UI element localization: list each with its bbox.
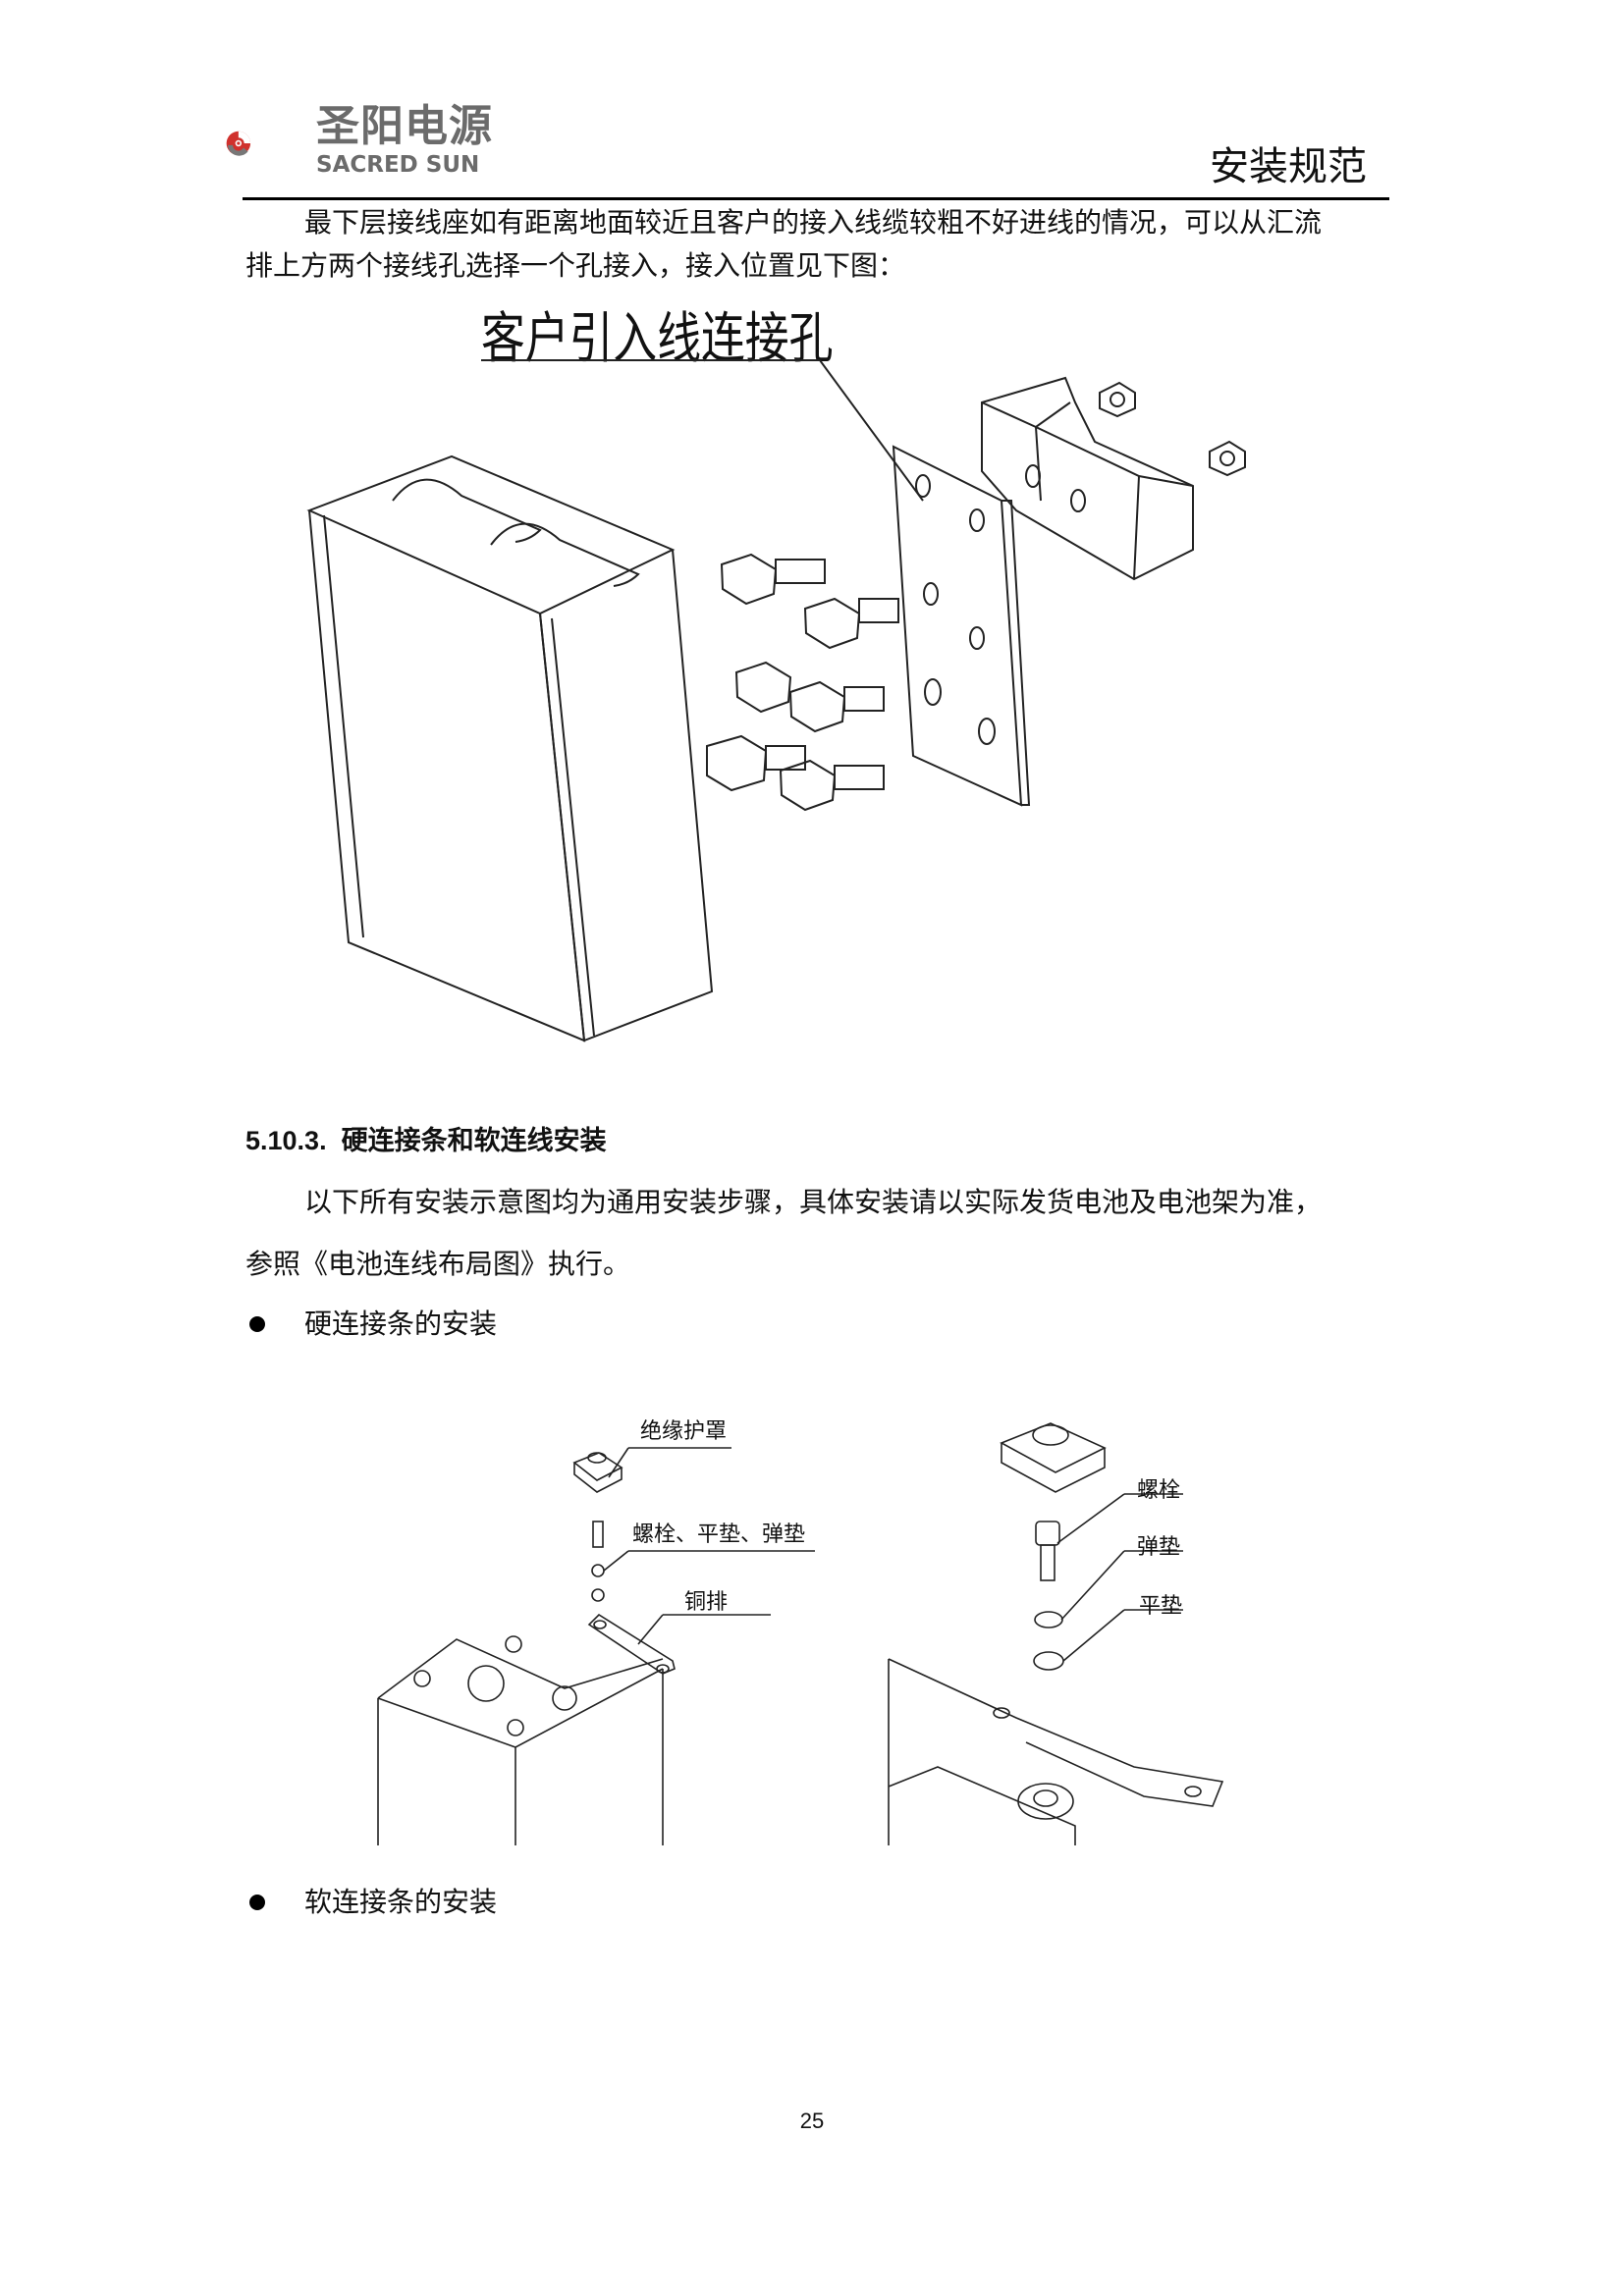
header-divider bbox=[243, 197, 1389, 200]
logo-chinese-name: 圣阳电源 bbox=[316, 101, 493, 151]
intro-line-2: 排上方两个接线孔选择一个孔接入，接入位置见下图： bbox=[245, 249, 906, 282]
figure2-right-hard-connector-detail bbox=[888, 1422, 1224, 1845]
bullet-dot bbox=[249, 1895, 265, 1910]
logo-english-name: SACRED SUN bbox=[316, 152, 480, 178]
page-number: 25 bbox=[799, 2109, 825, 2133]
label-flat-washer: 平垫 bbox=[1139, 1594, 1183, 1619]
section-heading: 5.10.3. 硬连接条和软连线安装 bbox=[245, 1119, 607, 1157]
label-insulating-cover: 绝缘护罩 bbox=[640, 1419, 728, 1444]
intro-line-1: 最下层接线座如有距离地面较近且客户的接入线缆较粗不好进线的情况，可以从汇流 bbox=[304, 206, 1323, 239]
bullet-soft-connector: 软连接条的安装 bbox=[304, 1886, 498, 1918]
section-para-line-2: 参照《电池连线布局图》执行。 bbox=[245, 1248, 631, 1280]
company-logo-mark bbox=[226, 131, 251, 156]
label-bolt-washers: 螺栓、平垫、弹垫 bbox=[632, 1522, 806, 1547]
bullet-hard-connector: 硬连接条的安装 bbox=[304, 1308, 498, 1340]
label-bolt: 螺栓 bbox=[1137, 1478, 1181, 1503]
figure2-left-hard-connector-drawing bbox=[377, 1447, 815, 1845]
bullet-dot bbox=[249, 1316, 265, 1332]
label-spring-washer: 弹垫 bbox=[1137, 1535, 1181, 1560]
label-copper-busbar: 铜排 bbox=[684, 1590, 729, 1615]
section-title: 硬连接条和软连线安装 bbox=[341, 1126, 607, 1156]
section-para-line-1: 以下所有安装示意图均为通用安装步骤，具体安装请以实际发货电池及电池架为准， bbox=[304, 1186, 1323, 1218]
figure1-busbar-assembly-drawing bbox=[306, 359, 1246, 1042]
section-number: 5.10.3. bbox=[245, 1126, 327, 1155]
header-section-title: 安装规范 bbox=[1210, 144, 1367, 189]
